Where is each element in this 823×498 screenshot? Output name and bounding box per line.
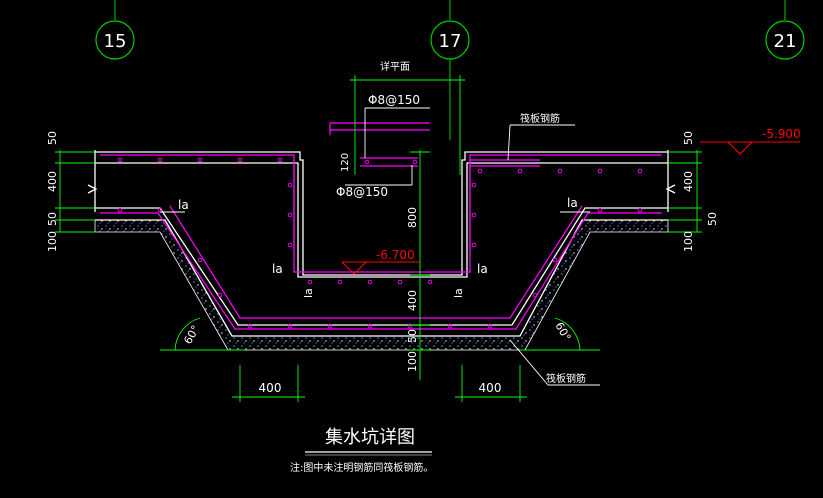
dim-left-100: 100 [46,231,59,252]
dim-right-400: 400 [682,171,695,192]
rebar-lines [100,122,662,330]
axis-label-17: 17 [439,31,462,52]
elevation-label-slab: -5.900 [762,127,801,141]
bottom-dim-right: 400 [479,381,502,395]
rebar-label-top: Φ8@150 [368,93,420,107]
elevation-label-pit: -6.700 [376,248,415,262]
dim-100-center: 100 [406,351,419,372]
angle-label-right: 60° [552,320,573,343]
dim-50-center: 50 [406,329,419,343]
dim-left-50-bottom: 50 [46,212,59,226]
elevation-marker-pit [341,261,420,275]
axis-label-15: 15 [104,31,127,52]
dim-800: 800 [406,207,419,228]
la-label-right-top: la [567,196,578,210]
drawing-note: 注:图中未注明钢筋同筏板钢筋。 [290,461,433,474]
dim-right-50-top: 50 [682,131,695,145]
la-label-left-mid: la [272,262,283,276]
angle-label-left: 60° [181,323,202,346]
axis-bubble-21: 21 [765,0,805,60]
leader-lines [160,107,600,386]
concrete-outline [87,150,676,337]
rebar-dots [117,157,643,329]
dimension-lines [55,75,702,402]
axis-label-21: 21 [774,31,797,52]
dim-right-100: 100 [682,231,695,252]
raft-rebar-label-top: 筏板钢筋 [520,112,560,125]
dim-left-400: 400 [46,171,59,192]
dim-120: 120 [340,153,351,172]
dim-left-50-top: 50 [46,131,59,145]
drawing-title: 集水坑详图 [325,427,415,448]
dim-400-center: 400 [406,290,419,311]
la-label-right-mid: la [477,262,488,276]
rebar-label-mid: Φ8@150 [336,185,388,199]
la-label-right-vert: la [452,288,465,298]
axis-bubble-15: 15 [95,0,135,60]
axis-bubble-17: 17 [430,0,470,140]
elevation-marker-slab [700,141,800,155]
la-label-left-vert: la [302,288,315,298]
dim-right-50-bottom: 50 [706,212,719,226]
raft-rebar-label-bottom: 筏板钢筋 [546,372,586,385]
bottom-dim-left: 400 [259,381,282,395]
la-label-left-top: la [178,198,189,212]
detail-plan-label: 详平面 [380,60,410,73]
